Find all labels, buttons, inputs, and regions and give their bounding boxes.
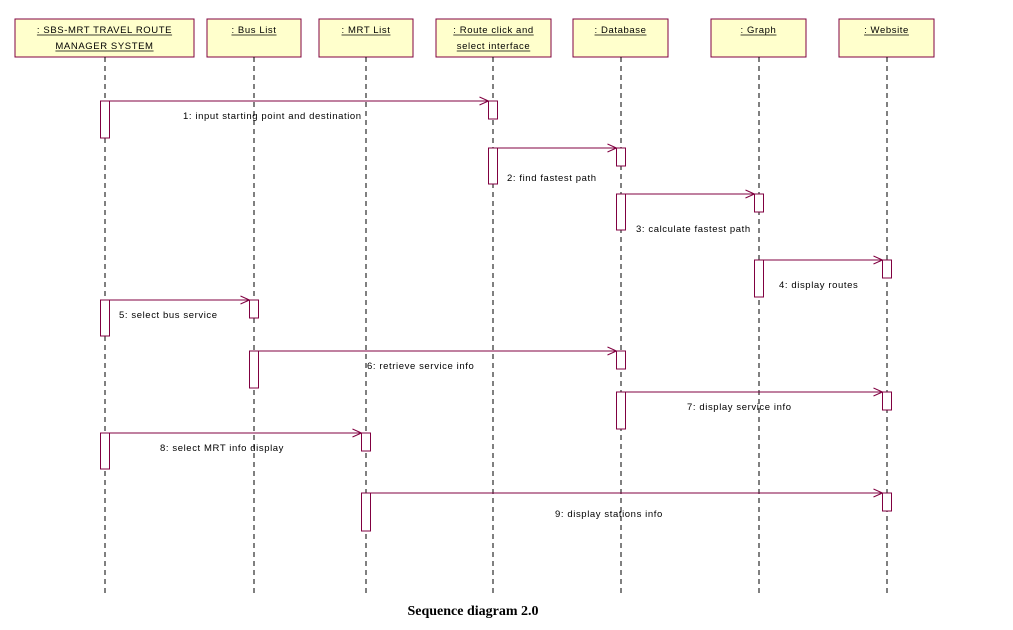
activation-bar xyxy=(754,193,764,213)
participant-name-bus: : Bus List xyxy=(231,25,276,36)
arrowhead xyxy=(607,143,618,153)
arrowhead xyxy=(745,189,756,199)
participant-name-sbs: : SBS-MRT TRAVEL ROUTE xyxy=(37,25,172,36)
message-label: 5: select bus service xyxy=(119,310,218,321)
activation-bar xyxy=(616,147,626,167)
arrowhead xyxy=(873,255,884,265)
participant-name-route: select interface xyxy=(457,41,531,52)
activation-bar xyxy=(754,259,764,298)
activation-bar xyxy=(616,391,626,430)
participant-name-web: : Website xyxy=(864,25,909,36)
message-label: 9: display stations info xyxy=(555,509,663,520)
activation-bar xyxy=(488,147,498,185)
activation-bar xyxy=(361,492,371,532)
message-label: 2: find fastest path xyxy=(507,173,597,184)
activation-bar xyxy=(882,391,892,411)
activation-bar xyxy=(488,100,498,120)
participant-name-sbs: MANAGER SYSTEM xyxy=(55,41,153,52)
message-label: 7: display service info xyxy=(687,402,792,413)
participant-name-route: : Route click and xyxy=(453,25,533,36)
message-label: 8: select MRT info display xyxy=(160,443,284,454)
activation-bar xyxy=(249,350,259,389)
arrowhead xyxy=(352,428,363,438)
arrowhead xyxy=(873,488,884,498)
activation-bar xyxy=(616,350,626,370)
diagram-caption: Sequence diagram 2.0 xyxy=(407,604,539,619)
participant-box-db xyxy=(572,18,669,58)
participant-name-db: : Database xyxy=(595,25,647,36)
participant-box-web xyxy=(838,18,935,58)
activation-bar xyxy=(616,193,626,231)
participant-name-graph: : Graph xyxy=(741,25,777,36)
participant-box-bus xyxy=(206,18,302,58)
activation-bar xyxy=(100,100,110,139)
activation-bar xyxy=(100,432,110,470)
activation-bar xyxy=(882,492,892,512)
arrowhead xyxy=(479,96,490,106)
arrowhead xyxy=(873,387,884,397)
participant-box-graph xyxy=(710,18,807,58)
participant-box-mrt xyxy=(318,18,414,58)
message-label: 4: display routes xyxy=(779,280,858,291)
arrowhead xyxy=(607,346,618,356)
message-label: 3: calculate fastest path xyxy=(636,224,751,235)
message-label: 6: retrieve service info xyxy=(367,361,474,372)
activation-bar xyxy=(361,432,371,452)
activation-bar xyxy=(249,299,259,319)
arrowhead xyxy=(240,295,251,305)
participant-name-mrt: : MRT List xyxy=(342,25,391,36)
activation-bar xyxy=(100,299,110,337)
sequence-diagram: : SBS-MRT TRAVEL ROUTE MANAGER SYSTEM : Bu… xyxy=(14,18,935,596)
activation-bar xyxy=(882,259,892,279)
message-label: 1: input starting point and destination xyxy=(183,111,362,122)
